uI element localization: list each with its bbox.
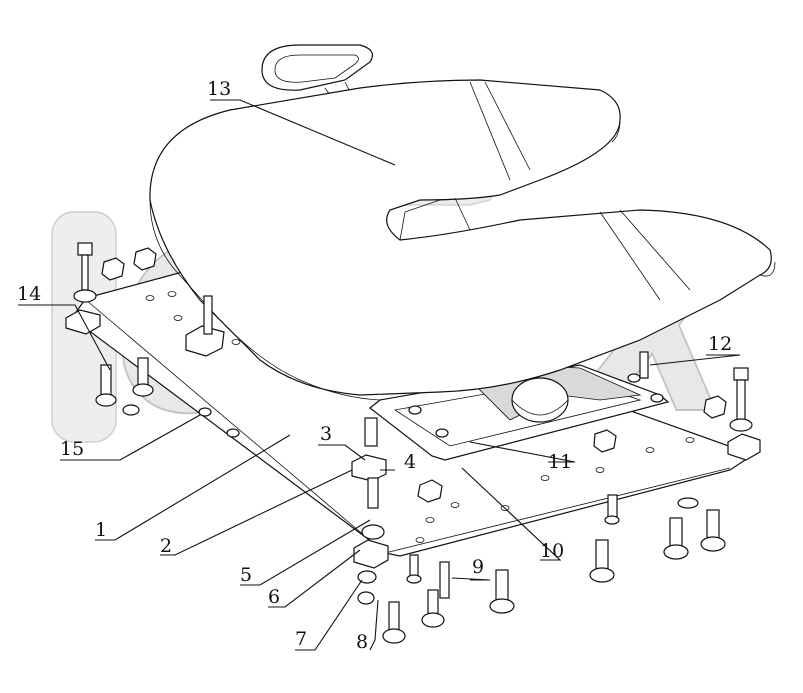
callout-12: 12	[708, 333, 732, 355]
callout-5: 5	[240, 564, 252, 586]
callout-14: 14	[17, 283, 41, 305]
callout-13: 13	[207, 78, 231, 100]
leader-lines	[18, 99, 741, 651]
callout-6: 6	[268, 586, 280, 608]
callout-1: 1	[95, 519, 107, 541]
callout-4: 4	[404, 451, 416, 473]
callout-2: 2	[160, 535, 172, 557]
callout-7: 7	[295, 628, 307, 650]
callout-15: 15	[60, 438, 84, 460]
callout-8: 8	[356, 631, 368, 653]
fasteners	[65, 242, 761, 644]
callout-11: 11	[548, 451, 572, 473]
seat-cushion	[149, 44, 776, 401]
callout-10: 10	[540, 540, 564, 562]
callout-labels: 13 14 15 1 2 3 4 5 6 7 8 9 10 11 12	[17, 78, 732, 653]
callout-3: 3	[320, 423, 332, 445]
callout-9: 9	[472, 556, 484, 578]
